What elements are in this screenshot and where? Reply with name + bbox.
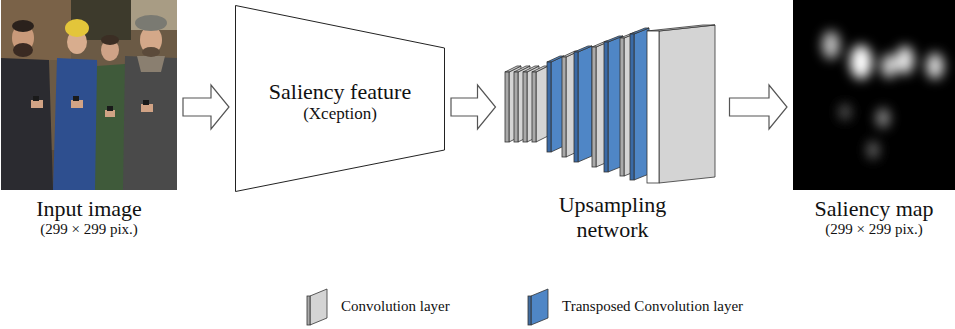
text-group: Saliency feature(Xception): [235, 79, 445, 124]
legend-swatch: [526, 288, 552, 326]
swatch-edge: [307, 296, 310, 325]
transposed-convolution-layer: [574, 46, 592, 162]
hand: [141, 104, 153, 112]
block-arrow: [183, 85, 229, 129]
convolution-layer-edge: [505, 72, 509, 142]
input-image: Input image(299 × 299 pix.): [0, 0, 178, 250]
transposed-convolution-layer-top: [630, 28, 649, 34]
stack-figure: [502, 18, 724, 192]
transposed-convolution-layer-top: [547, 56, 564, 62]
person-body: [137, 56, 165, 72]
hand: [71, 100, 83, 108]
convolution-layer-edge: [523, 72, 527, 142]
convolution-layer-edge: [647, 31, 659, 183]
convolution-layer-edge: [532, 72, 536, 142]
transposed-convolution-layer-edge: [547, 62, 551, 152]
legend-label: Transposed Convolution layer: [562, 298, 743, 315]
legend-entry: Convolution layer: [305, 288, 450, 326]
hand: [31, 100, 43, 108]
layer-stack: [505, 25, 715, 183]
transposed-convolution-layer-edge: [604, 42, 608, 172]
convolution-layer-face: [536, 66, 548, 142]
upsampling-network: Upsampling network: [500, 18, 725, 268]
convolution-layer-edge: [592, 47, 596, 167]
block-arrow: [451, 85, 496, 129]
trapezoid-outline: [236, 6, 445, 192]
phone: [73, 96, 79, 101]
node-subtitle: (299 × 299 pix.): [793, 221, 955, 238]
saliency-blob: [839, 104, 851, 120]
convolution-layer-edge: [620, 38, 624, 176]
saliency-blob: [896, 46, 914, 74]
transposed-convolution-layer-edge: [630, 34, 634, 180]
person-body: [53, 58, 101, 190]
saliency-blob: [867, 141, 879, 159]
hand: [105, 110, 115, 117]
phone: [33, 96, 39, 101]
person-head: [65, 19, 89, 37]
person-head: [101, 35, 119, 45]
photo-background: [131, 0, 177, 30]
person-head: [12, 20, 34, 32]
saliency-map: Saliency map(299 × 299 pix.): [793, 0, 955, 250]
person-head: [142, 47, 160, 57]
node-subtitle: (Xception): [235, 104, 445, 124]
transposed-convolution-layer: [630, 28, 649, 180]
swatch-edge: [528, 296, 531, 325]
node-title: Upsampling network: [548, 192, 678, 243]
person-head: [13, 43, 33, 57]
convolution-layer-edge: [514, 72, 518, 142]
convolution-layer-edge: [562, 57, 566, 157]
saliency-blob: [926, 53, 944, 79]
photo-figure: [1, 0, 177, 190]
legend-label: Convolution layer: [341, 298, 450, 315]
phone: [143, 100, 149, 105]
map-figure: [793, 0, 955, 190]
legend-entry: Transposed Convolution layer: [526, 288, 743, 326]
convolution-layer-face: [659, 25, 715, 183]
saliency-blob: [876, 108, 890, 128]
node-subtitle: (299 × 299 pix.): [0, 221, 178, 238]
photo-background: [1, 0, 71, 60]
block-arrow: [730, 85, 788, 129]
transposed-convolution-layer-top: [574, 46, 592, 52]
transposed-convolution-layer-face: [578, 46, 592, 162]
map-background: [793, 0, 955, 190]
node-title: Saliency map: [793, 196, 955, 221]
convolution-layer: [647, 25, 715, 183]
convolution-layer: [532, 66, 548, 142]
text-group: Upsampling network: [500, 192, 725, 243]
convolution-layer-top: [532, 66, 548, 72]
person-body: [1, 58, 53, 190]
person-head: [135, 15, 167, 31]
swatch-face: [310, 289, 327, 325]
photo-illustration: [1, 0, 177, 190]
text-group: Saliency map(299 × 299 pix.): [793, 196, 955, 239]
feature-extractor: Saliency feature(Xception): [235, 5, 445, 192]
saliency-blob: [850, 45, 872, 79]
person-body: [123, 56, 177, 190]
node-title: Input image: [0, 196, 178, 221]
transposed-convolution-layer: [547, 56, 564, 152]
saliency-blob: [822, 31, 840, 59]
swatch-face: [531, 289, 548, 325]
phone: [107, 106, 113, 111]
convolution-layer-top: [647, 25, 715, 31]
legend-swatch: [305, 288, 331, 326]
text-group: Input image(299 × 299 pix.): [0, 196, 178, 239]
saliency-blob: [881, 54, 897, 78]
transposed-convolution-layer-edge: [574, 52, 578, 162]
node-title: Saliency feature: [235, 79, 445, 104]
saliency-blobs: [822, 31, 944, 159]
photo-background: [1, 0, 177, 190]
